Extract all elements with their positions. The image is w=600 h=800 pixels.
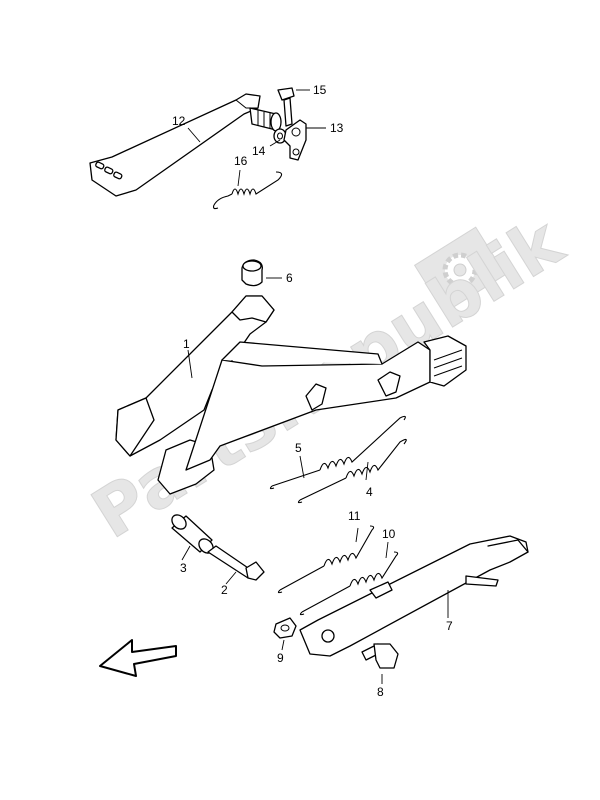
center-stand-1 bbox=[115, 295, 467, 495]
pedal-arm-13 bbox=[283, 119, 307, 161]
watermark-logo bbox=[413, 226, 507, 314]
gear-icon bbox=[442, 252, 478, 288]
label-12: 12 bbox=[172, 114, 186, 128]
label-11: 11 bbox=[348, 509, 361, 523]
label-6: 6 bbox=[286, 271, 293, 285]
side-stand-7 bbox=[299, 535, 529, 657]
spring-5 bbox=[269, 415, 406, 490]
collar-3 bbox=[171, 514, 214, 554]
label-8: 8 bbox=[377, 685, 384, 699]
nut-9 bbox=[273, 617, 297, 639]
direction-arrow bbox=[99, 639, 177, 677]
label-10: 10 bbox=[382, 527, 396, 541]
label-7: 7 bbox=[446, 619, 453, 633]
label-3: 3 bbox=[180, 561, 187, 575]
label-2: 2 bbox=[221, 583, 228, 597]
label-15: 15 bbox=[313, 83, 327, 97]
pivot-bolt-8 bbox=[361, 643, 399, 669]
part-labels: 12 15 13 14 16 6 1 5 4 11 10 3 2 7 9 8 bbox=[172, 83, 453, 699]
label-1: 1 bbox=[183, 337, 190, 351]
spring-4 bbox=[297, 438, 407, 504]
spring-11 bbox=[277, 525, 375, 594]
brake-pedal-lever bbox=[89, 93, 282, 197]
label-13: 13 bbox=[330, 121, 344, 135]
spring-16 bbox=[212, 171, 283, 210]
label-4: 4 bbox=[366, 485, 373, 499]
bolt-2 bbox=[207, 545, 265, 581]
arrow-icon bbox=[99, 639, 177, 677]
bolt-15 bbox=[277, 87, 295, 127]
label-5: 5 bbox=[295, 441, 302, 455]
rubber-stopper-6 bbox=[241, 259, 263, 287]
washer-14 bbox=[273, 128, 287, 144]
label-14: 14 bbox=[252, 144, 266, 158]
spring-10 bbox=[299, 551, 399, 616]
label-16: 16 bbox=[234, 154, 248, 168]
label-9: 9 bbox=[277, 651, 284, 665]
leader-lines bbox=[181, 89, 449, 684]
